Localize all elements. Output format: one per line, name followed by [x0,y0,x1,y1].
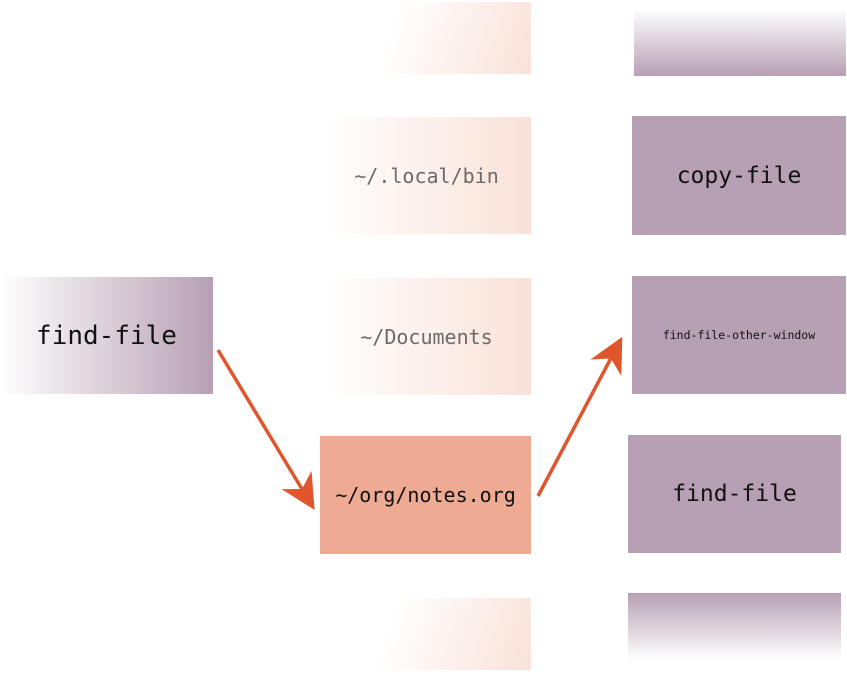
command-box-find-file: find-file [628,435,841,553]
command-label-copy-file: copy-file [676,162,802,189]
source-command-label: find-file [36,320,177,351]
command-box-find-file-other-window: find-file-other-window [632,276,846,394]
directory-box-faded-bottom [380,598,531,670]
directory-label-local-bin: ∼/.local/bin [354,163,499,188]
command-label-find-file: find-file [672,481,797,507]
directory-box-documents: ∼/Documents [322,278,531,395]
arrow-source-to-notes [216,349,315,510]
source-command-box: find-file [0,277,213,394]
directory-box-faded-top [383,2,531,74]
command-box-copy-file: copy-file [632,116,846,235]
arrow-notes-to-other-window [536,336,623,497]
directory-label-documents: ∼/Documents [360,324,493,349]
directory-box-local-bin: ∼/.local/bin [322,117,531,234]
command-box-faded-bottom [628,593,841,660]
directory-box-notes: ∼/org/notes.org [320,436,531,554]
directory-label-notes: ∼/org/notes.org [335,483,516,507]
command-box-faded-top [634,9,846,76]
command-label-find-file-other-window: find-file-other-window [662,328,816,342]
